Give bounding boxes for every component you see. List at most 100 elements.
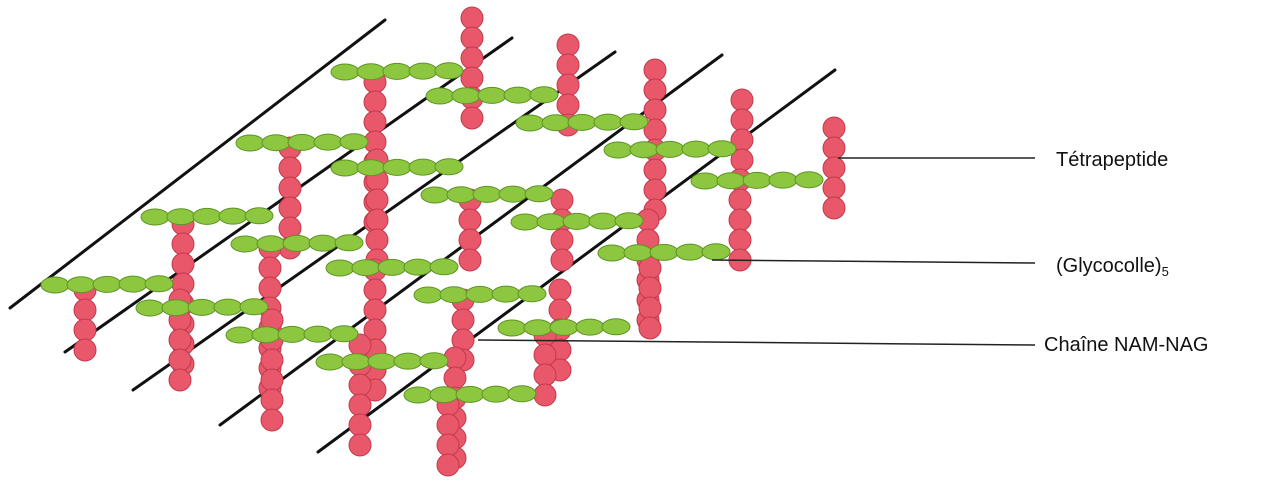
glycine-bead: [261, 134, 291, 152]
peptide-bead: [550, 228, 574, 252]
glycine-bead: [351, 259, 381, 277]
glycine-bead: [235, 134, 265, 152]
peptide-bead: [171, 232, 195, 256]
peptide-bead: [458, 248, 482, 272]
peptide-bead: [643, 98, 667, 122]
glycine-bead: [588, 212, 618, 230]
peptide-bead: [451, 308, 475, 332]
glycine-bead: [251, 326, 281, 344]
glycine-bead: [192, 207, 222, 225]
glycine-bead: [567, 113, 597, 131]
peptide-bead: [73, 318, 97, 342]
glycine-bead: [529, 86, 559, 104]
glycine-bead: [768, 171, 798, 189]
glycine-bead: [498, 185, 528, 203]
peptide-bead: [533, 383, 557, 407]
peptide-bead: [822, 176, 846, 200]
peptide-bead: [643, 158, 667, 182]
glycine-bead: [517, 285, 547, 303]
glycine-bead: [515, 114, 545, 132]
glycine-bead: [140, 208, 170, 226]
glycine-bead: [629, 141, 659, 159]
glycine-bead: [601, 318, 631, 336]
glycine-bead: [446, 186, 476, 204]
glycine-bead: [497, 319, 527, 337]
peptide-bead: [260, 348, 284, 372]
peptide-bead: [73, 338, 97, 362]
callout-line-chaine: [477, 339, 1036, 346]
glycine-bead: [339, 133, 369, 151]
peptide-bead: [436, 413, 460, 437]
peptide-bead: [348, 373, 372, 397]
glycine-bead: [510, 213, 540, 231]
glycine-bead: [356, 159, 386, 177]
peptide-bead: [258, 256, 282, 280]
glycine-bead: [325, 259, 355, 277]
peptide-bead: [168, 348, 192, 372]
glycine-bead: [40, 276, 70, 294]
label-glycocolle: (Glycocolle)5: [1056, 255, 1169, 279]
glycine-bead: [701, 243, 731, 261]
glycine-bead: [455, 385, 485, 403]
peptide-bead: [260, 388, 284, 412]
glycine-bead: [541, 114, 571, 132]
peptide-bead: [348, 413, 372, 437]
glycine-bead: [477, 86, 507, 104]
labels: Tétrapeptide (Glycocolle)5 Chaîne NAM-NA…: [1044, 149, 1209, 356]
glycine-bead: [690, 172, 720, 190]
glycine-bead: [425, 87, 455, 105]
glycine-bead: [523, 319, 553, 337]
glycine-bead: [549, 318, 579, 336]
glycine-bead: [287, 133, 317, 151]
peptide-bead: [643, 178, 667, 202]
peptide-bead: [822, 156, 846, 180]
peptide-bead: [443, 366, 467, 390]
glycine-bead: [118, 275, 148, 293]
glycine-bead: [408, 62, 438, 80]
glycine-bead: [413, 286, 443, 304]
glycine-bead: [308, 234, 338, 252]
peptide-bead: [260, 368, 284, 392]
peptide-bead: [460, 66, 484, 90]
glycine-bead: [524, 185, 554, 203]
peptide-bead: [260, 408, 284, 432]
peptide-bead: [460, 26, 484, 50]
glycine-bead: [403, 258, 433, 276]
peptide-bead: [365, 228, 389, 252]
glycine-bead: [377, 258, 407, 276]
glycine-bead: [434, 62, 464, 80]
glycine-bead: [649, 243, 679, 261]
glycine-bead: [315, 353, 345, 371]
peptide-bead: [363, 278, 387, 302]
glycine-bead: [367, 352, 397, 370]
callout-line-glycocolle: [711, 259, 1036, 264]
glycine-bead: [429, 258, 459, 276]
glycine-bead: [451, 87, 481, 105]
peptide-bead: [348, 393, 372, 417]
peptide-bead: [556, 53, 580, 77]
glycine-bead: [330, 159, 360, 177]
glycine-bead: [341, 353, 371, 371]
peptide-bead: [458, 228, 482, 252]
glycine-bead: [434, 158, 464, 176]
label-glycocolle-subscript: 5: [1162, 264, 1169, 279]
peptide-bead: [348, 433, 372, 457]
glycine-bead: [575, 318, 605, 336]
glycine-bead: [408, 158, 438, 176]
glycine-bead: [230, 235, 260, 253]
glycine-bead: [403, 386, 433, 404]
peptide-bead: [458, 208, 482, 232]
nam-nag-chain-line: [8, 18, 387, 310]
peptide-bead: [365, 188, 389, 212]
peptide-bead: [363, 90, 387, 114]
glycine-bead: [92, 275, 122, 293]
glycine-bead: [166, 208, 196, 226]
glycine-bead: [382, 158, 412, 176]
peptide-bead: [363, 298, 387, 322]
peptide-bead: [728, 228, 752, 252]
glycine-bead: [503, 86, 533, 104]
glycine-bead: [429, 386, 459, 404]
glycine-bead: [393, 352, 423, 370]
glycine-bead: [244, 207, 274, 225]
